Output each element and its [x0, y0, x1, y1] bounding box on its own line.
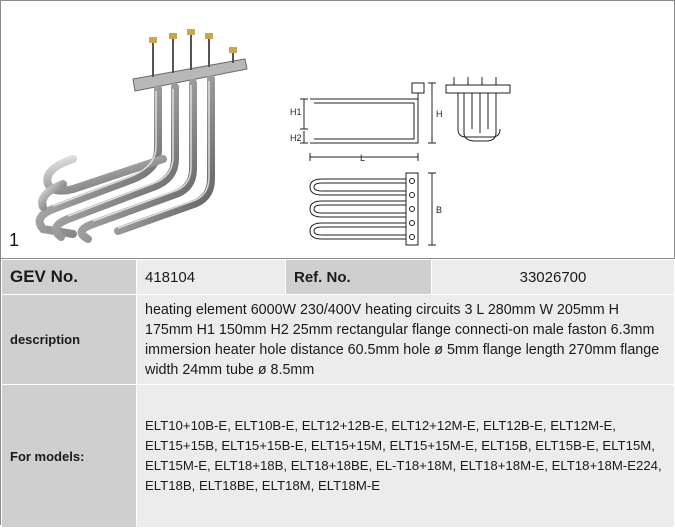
- technical-drawings: H1 H2 H L B: [290, 77, 511, 246]
- models-row: For models: ELT10+10B-E, ELT10B-E, ELT12…: [1, 384, 675, 528]
- description-label: description: [1, 294, 137, 385]
- id-row: GEV No. 418104 Ref. No. 33026700: [1, 259, 675, 295]
- heating-element-photo: [35, 29, 248, 243]
- gev-value: 418104: [136, 259, 286, 295]
- dim-label-h1: H1: [290, 107, 302, 117]
- models-label: For models:: [1, 384, 137, 528]
- spec-table: GEV No. 418104 Ref. No. 33026700 descrip…: [1, 259, 675, 528]
- ref-label: Ref. No.: [285, 259, 432, 295]
- dim-label-h2: H2: [290, 133, 302, 143]
- gev-label: GEV No.: [1, 259, 137, 295]
- description-row: description heating element 6000W 230/40…: [1, 294, 675, 385]
- models-value: ELT10+10B-E, ELT10B-E, ELT12+12B-E, ELT1…: [136, 384, 675, 528]
- figure-number: 1: [9, 230, 20, 250]
- description-value: heating element 6000W 230/400V heating c…: [136, 294, 675, 385]
- image-area: H1 H2 H L B 1: [1, 1, 674, 259]
- ref-value: 33026700: [431, 259, 675, 295]
- dim-label-h: H: [436, 109, 443, 119]
- dim-label-b: B: [436, 205, 442, 215]
- dim-label-l: L: [360, 153, 365, 163]
